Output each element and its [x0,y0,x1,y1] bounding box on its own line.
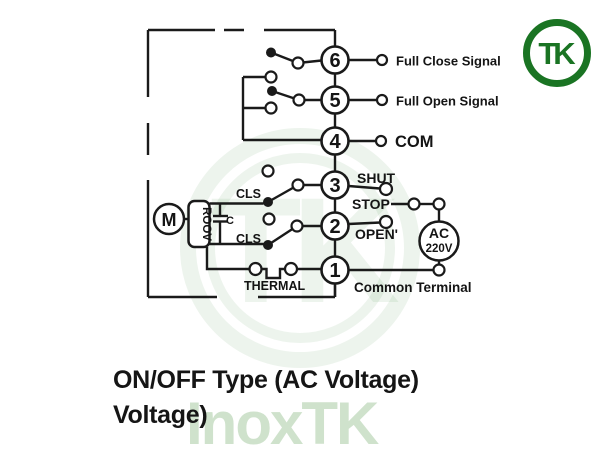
switch5-dot [267,86,277,96]
wire-t3-shut [348,184,381,190]
winding-box [187,199,211,249]
ac-circle [418,220,460,262]
stop-contact-2 [432,197,446,211]
motor-circle [152,202,186,236]
thermal-element [261,267,286,280]
label-com: COM [395,133,434,151]
thermal-contact-left [248,261,263,277]
wire-to-thermal [205,247,250,271]
caption-line1: ON/OFF Type (AC Voltage) [113,366,419,394]
t6-signal-contact [375,53,389,67]
terminal-3-number: 3 [329,175,340,197]
terminal-5-number: 5 [329,90,340,112]
terminal-circles [320,45,350,285]
terminal-6-circle [320,45,350,75]
switch6-throw-contact [264,70,278,84]
label-shut: SHUT [357,170,396,186]
terminal-3-circle [320,170,350,200]
contact-circles [248,53,446,277]
switch3-dot [263,197,273,207]
winding-label: ROOV [200,207,212,241]
switch3-throw-contact [261,164,275,178]
power-source: AC 220V [418,220,460,262]
caption: ON/OFF Type (AC Voltage) Voltage) [113,363,419,433]
switch3-pivot [291,178,305,192]
motor-group: M ROOV C [152,199,234,249]
label-stop: STOP [352,196,390,212]
signal-labels: Full Close Signal Full Open Signal COM S… [236,54,501,296]
terminal-5-circle [320,85,350,115]
switch-dots [263,47,277,250]
wire-t2-open [348,221,381,226]
switch2-pivot [290,219,304,233]
capacitor-label: C [226,215,234,227]
watermark-ring-outer [180,128,420,368]
switch2-dot [263,240,273,250]
ac-label: AC [429,225,449,241]
switch5-pivot [292,93,306,107]
terminal-4-circle [320,126,350,156]
inoxtk-watermark: InoxTK [186,390,379,450]
label-open: OPEN' [355,226,398,242]
shut-contact [378,181,394,197]
terminal-2-circle [320,211,350,241]
watermark-tk-text: TK [210,166,399,334]
tk-logo: TK [523,19,591,87]
label-thermal: THERMAL [244,279,305,293]
open-contact [378,214,394,230]
t5-signal-contact [375,93,389,107]
switch6-dot [266,47,276,58]
terminal-4-number: 4 [329,131,341,153]
stop-contact-1 [407,197,421,211]
terminal-1-number: 1 [329,260,340,282]
tk-logo-text: TK [538,35,575,71]
label-common-terminal: Common Terminal [354,280,472,295]
switch6-pivot [291,56,305,70]
thermal-contact-right [283,261,299,277]
terminal-1-circle [320,255,350,285]
motor-symbol: M [162,210,177,230]
wires [184,51,441,297]
center-watermark-logo: TK [180,128,420,368]
caption-line2: Voltage) [113,401,208,429]
watermark-ring-inner [205,153,395,343]
terminal-2-number: 2 [329,216,340,238]
terminal-numbers: 6 5 4 3 2 1 [329,50,341,282]
switch5-throw-contact [264,101,278,115]
label-cls-top: CLS [236,187,261,201]
switch2-throw-contact [262,212,276,226]
t4-com-contact [374,134,388,148]
label-full-open-signal: Full Open Signal [396,94,499,109]
label-full-close-signal: Full Close Signal [396,54,501,69]
label-cls-bottom: CLS [236,232,261,246]
terminal-6-number: 6 [329,50,340,72]
ac-bottom-contact [432,263,446,277]
ac-voltage-label: 220V [426,243,453,255]
